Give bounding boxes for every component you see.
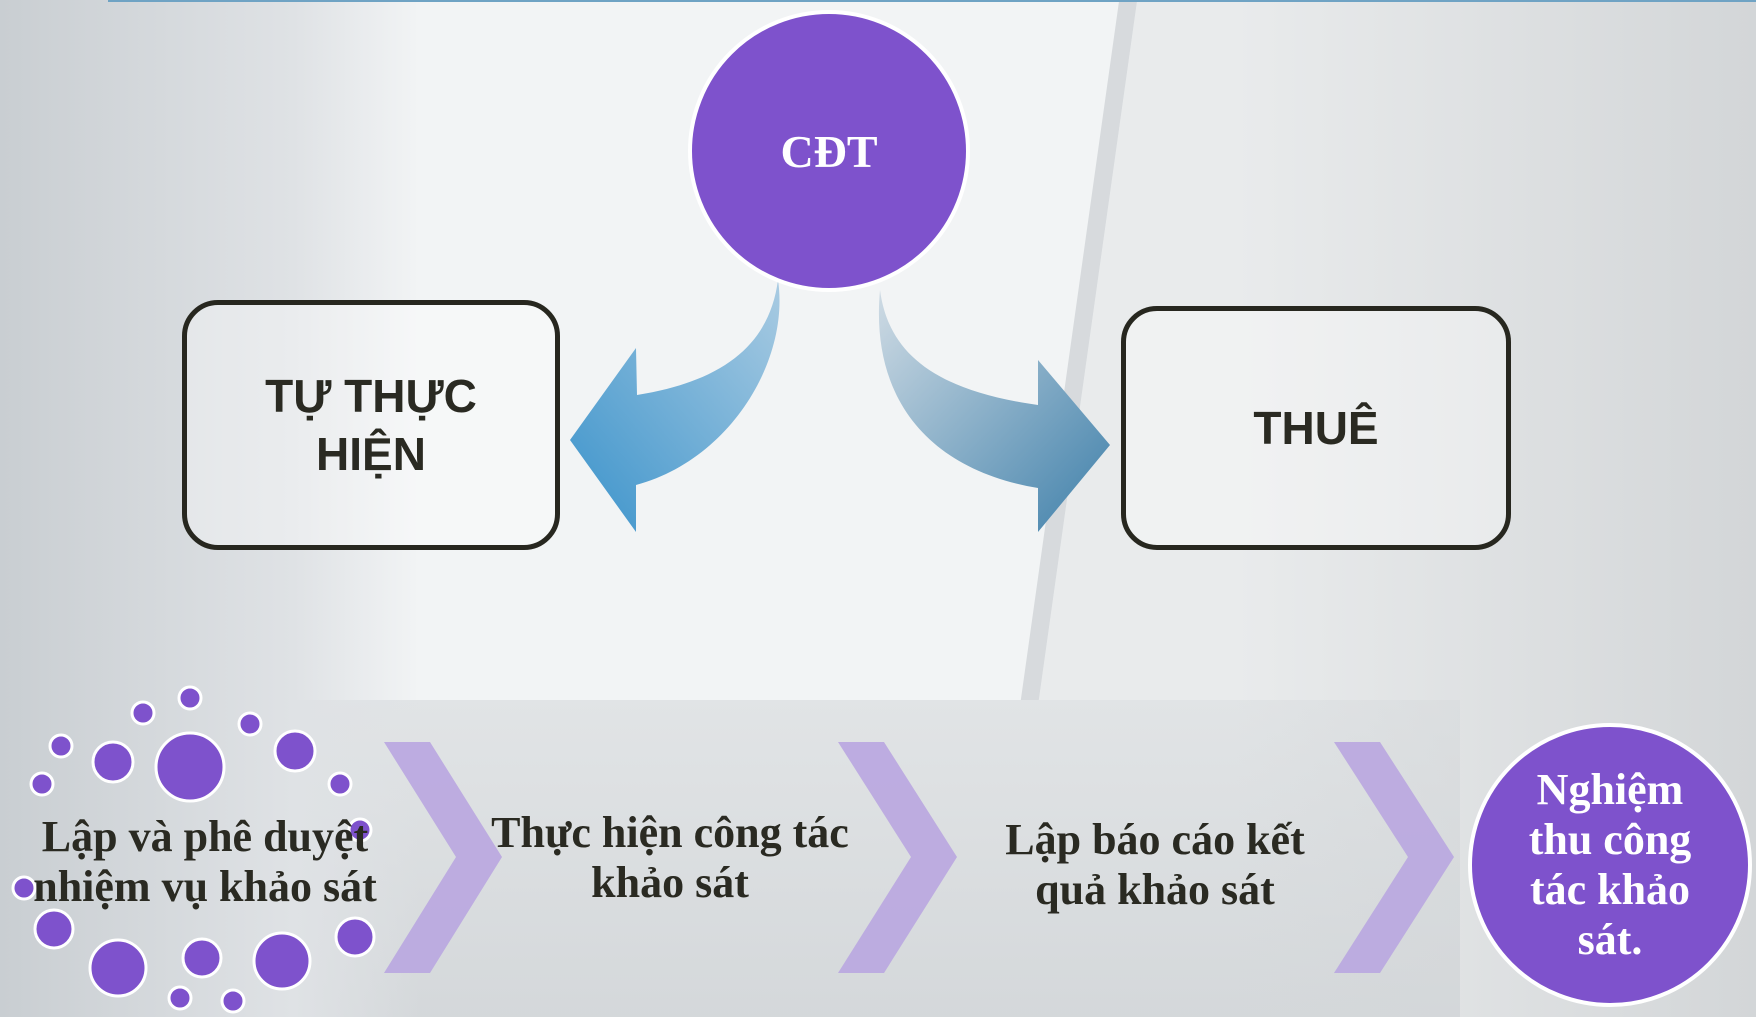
final-acceptance-label: Nghiệm thu công tác khảo sát. <box>1528 765 1692 964</box>
step-perform-survey: Thực hiện công tác khảo sát <box>491 808 849 907</box>
step-approve-task: Lập và phê duyệt nhiệm vụ khảo sát <box>33 812 377 911</box>
self-perform-label: TỰ THỰC HIỆN <box>265 370 477 480</box>
arrow-right-icon <box>878 290 1110 532</box>
cdt-label: CĐT <box>780 125 878 177</box>
step-report-results: Lập báo cáo kết quả khảo sát <box>1005 815 1305 914</box>
outsource-label: THUÊ <box>1253 402 1379 454</box>
outsource-box: THUÊ <box>1121 306 1511 550</box>
chevron-right-icon <box>384 742 502 973</box>
cdt-node: CĐT <box>688 10 970 292</box>
chevron-right-icon <box>838 742 957 973</box>
final-acceptance-node: Nghiệm thu công tác khảo sát. <box>1468 723 1752 1007</box>
background-shade-left <box>0 0 420 1017</box>
chevron-right-icon <box>1334 742 1454 973</box>
self-perform-box: TỰ THỰC HIỆN <box>182 300 560 550</box>
top-rule <box>108 0 1756 2</box>
arrow-left-icon <box>570 280 780 532</box>
